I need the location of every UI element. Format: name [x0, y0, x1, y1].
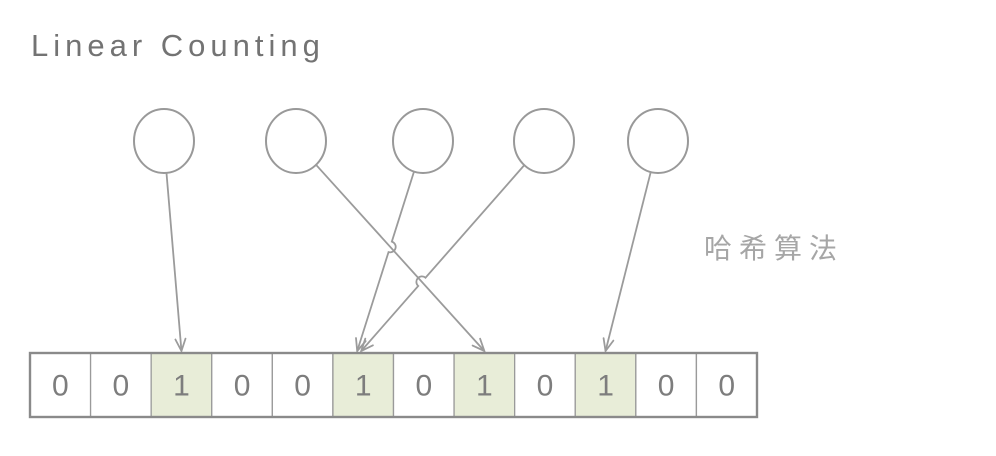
bit-cell-value: 0 [234, 370, 251, 403]
bit-cell-value: 1 [355, 370, 372, 403]
bit-array-border [28, 351, 759, 419]
hashed-element-circle [265, 108, 327, 174]
bit-cell-value: 0 [113, 370, 130, 403]
bit-cell-value: 1 [476, 370, 493, 403]
bit-cell-value: 0 [718, 370, 735, 403]
bit-cell-value: 0 [658, 370, 675, 403]
hash-arrow-line [604, 171, 652, 352]
bit-cell-value: 0 [52, 370, 69, 403]
hash-arrow-line [360, 164, 525, 352]
hashed-element-circle [627, 108, 689, 174]
hashed-element-circle [513, 108, 575, 174]
bit-cell [574, 352, 637, 418]
arrowhead-icon [359, 337, 374, 353]
hash-arrow-line [356, 171, 415, 352]
arrowhead-icon [471, 337, 486, 353]
bit-cell [392, 352, 455, 418]
arrowhead-icon [174, 337, 187, 354]
hash-arrow-line [315, 164, 486, 352]
bit-cell-value: 1 [597, 370, 614, 403]
bit-cell-value: 0 [415, 370, 432, 403]
bit-cell [635, 352, 698, 418]
hashed-element-circle [133, 108, 195, 174]
hash-arrow-line [165, 172, 183, 352]
page-title: Linear Counting [31, 28, 325, 63]
bit-cell-value: 1 [173, 370, 190, 403]
arrowhead-icon [602, 337, 615, 354]
bit-cell-value: 0 [537, 370, 554, 403]
hash-algorithm-label: 哈希算法 [704, 233, 845, 264]
bit-cell-value: 0 [294, 370, 311, 403]
bit-cell [29, 352, 92, 418]
hashed-element-circle [392, 108, 454, 174]
